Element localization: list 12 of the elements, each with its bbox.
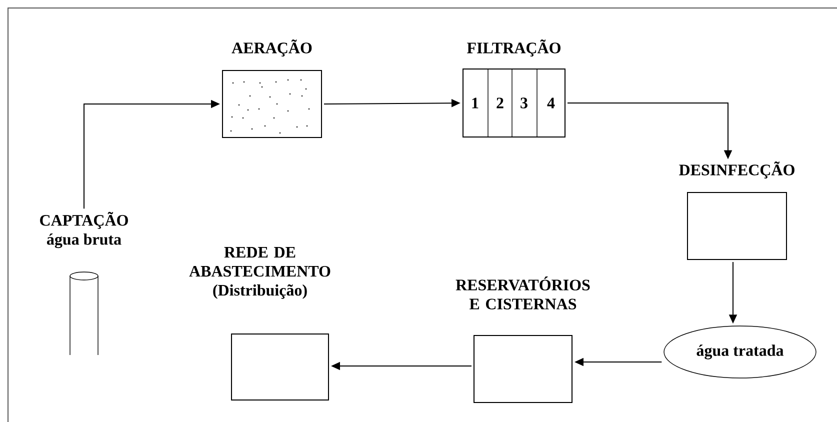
compartment-number: 1	[472, 98, 478, 108]
stage-title: REDE DE ABASTECIMENTO (Distribuição)	[189, 247, 330, 299]
node-label: água bruta	[46, 233, 122, 248]
compartment-number: 2	[496, 98, 504, 108]
compartment-number: 3	[520, 98, 528, 108]
node-label: CAPTAÇÃO	[40, 212, 128, 229]
compartment-number: 4	[547, 98, 555, 108]
stage-title: FILTRAÇÃO	[467, 39, 560, 57]
stage-title: DESINFECÇÃO	[679, 161, 794, 178]
stage-title: AERAÇÃO	[232, 39, 312, 57]
intake-pipe: CAPTAÇÃO água bruta	[40, 212, 128, 356]
stage-title: RESERVATÓRIOS E CISTERNAS	[456, 276, 590, 310]
